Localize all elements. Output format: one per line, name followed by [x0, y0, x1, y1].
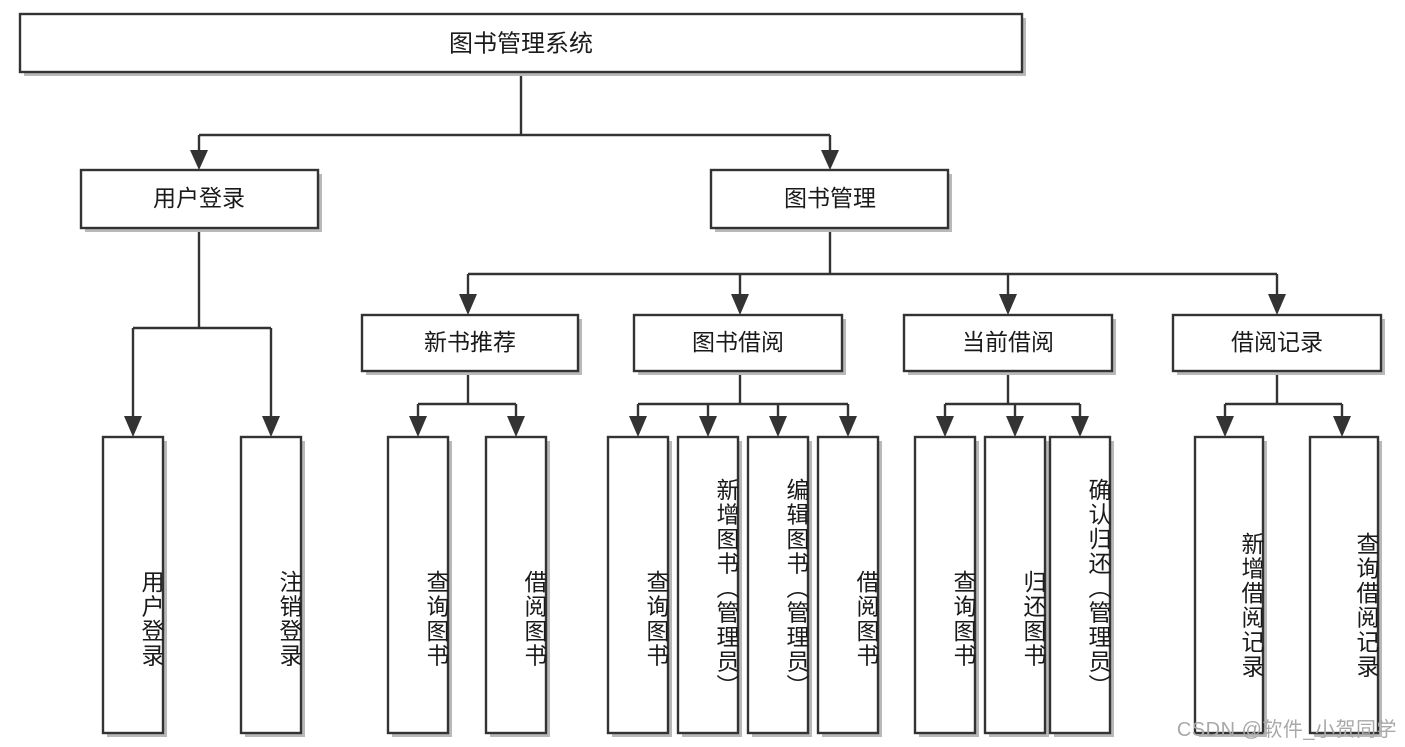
node-leaf-return-book[interactable] [983, 435, 1049, 737]
node-leaf-edit-book[interactable] [746, 435, 812, 737]
arrow-head-leaf-borrow-book-1 [507, 416, 525, 437]
arrow-head-leaf-query-book-1 [409, 416, 427, 437]
arrow-head-user-login [190, 150, 208, 170]
node-leaf-user-login[interactable] [101, 435, 167, 737]
node-leaf-query-book-3[interactable] [913, 435, 979, 737]
node-borrow-record-label: 借阅记录 [1231, 329, 1323, 355]
node-leaf-borrow-book-2[interactable] [816, 435, 882, 737]
arrow-head-leaf-user-login [124, 416, 142, 437]
arrow-head-leaf-borrow-book-2 [839, 416, 857, 437]
arrow-head-leaf-query-book-2 [629, 416, 647, 437]
watermark-text: CSDN @软件_小贺同学 [1176, 719, 1397, 741]
node-leaf-borrow-book-1[interactable] [484, 435, 550, 737]
node-leaf-confirm-return[interactable] [1048, 435, 1114, 737]
node-leaf-query-record[interactable] [1308, 435, 1382, 737]
arrow-head-new-book-recommend [459, 294, 477, 315]
node-book-borrow[interactable]: 图书借阅 [632, 313, 846, 375]
nodes-group: 图书管理系统 用户登录 图书管理 新书推荐 [18, 12, 1385, 737]
node-current-borrow-label: 当前借阅 [962, 329, 1054, 355]
node-user-login[interactable]: 用户登录 [79, 168, 322, 232]
node-root-label: 图书管理系统 [449, 30, 593, 57]
node-new-book-recommend[interactable]: 新书推荐 [360, 313, 582, 375]
arrow-head-leaf-return-book [1006, 416, 1024, 437]
arrow-head-leaf-logout-login [262, 416, 280, 437]
arrow-head-current-borrow [999, 294, 1017, 315]
node-leaf-query-book-1[interactable] [386, 435, 452, 737]
node-leaf-add-book[interactable] [676, 435, 742, 737]
node-book-borrow-label: 图书借阅 [692, 329, 784, 355]
node-leaf-query-book-2[interactable] [606, 435, 672, 737]
arrow-head-book-borrow [731, 294, 749, 315]
node-user-login-label: 用户登录 [153, 185, 245, 211]
arrow-head-leaf-confirm-return [1071, 416, 1089, 437]
arrow-head-book-management [821, 150, 839, 170]
arrow-head-leaf-edit-book [769, 416, 787, 437]
arrow-head-leaf-add-record [1216, 416, 1234, 437]
arrow-head-borrow-record [1268, 294, 1286, 315]
connectors-group [124, 76, 1351, 437]
node-new-book-recommend-label: 新书推荐 [424, 329, 516, 355]
node-book-management[interactable]: 图书管理 [709, 168, 952, 232]
node-root[interactable]: 图书管理系统 [18, 12, 1026, 76]
node-book-management-label: 图书管理 [784, 185, 876, 211]
arrow-head-leaf-query-book-3 [936, 416, 954, 437]
arrow-head-leaf-query-record [1333, 416, 1351, 437]
node-borrow-record[interactable]: 借阅记录 [1171, 313, 1385, 375]
node-current-borrow[interactable]: 当前借阅 [902, 313, 1116, 375]
node-leaf-logout-login[interactable] [239, 435, 305, 737]
node-leaf-add-record[interactable] [1193, 435, 1267, 737]
arrow-head-leaf-add-book [699, 416, 717, 437]
